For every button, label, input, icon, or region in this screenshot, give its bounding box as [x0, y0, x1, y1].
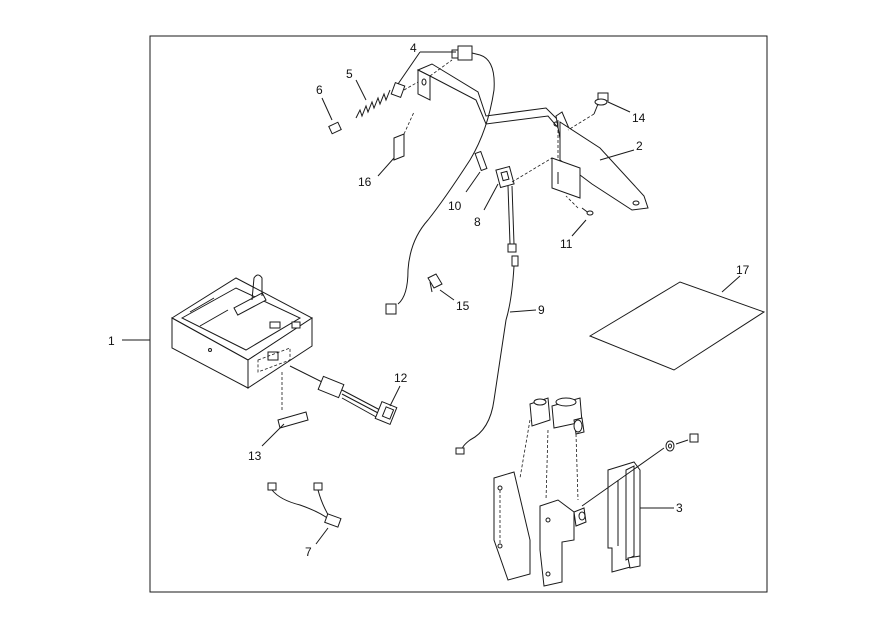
cap-6 [328, 121, 342, 135]
bolt-14 [593, 92, 609, 115]
label-16 [393, 133, 405, 161]
control-box [171, 274, 313, 389]
callout-2: 2 [636, 139, 643, 153]
callout-6: 6 [316, 83, 323, 97]
callout-11: 11 [560, 237, 573, 251]
callout-16: 16 [358, 175, 372, 189]
pin-10 [474, 150, 488, 172]
callout-14: 14 [632, 111, 646, 125]
callout-4: 4 [410, 41, 417, 55]
callout-8: 8 [474, 215, 481, 229]
screw-11 [581, 207, 594, 216]
clip-15 [427, 273, 443, 293]
callout-5: 5 [346, 67, 353, 81]
callout-7: 7 [305, 545, 312, 559]
diagram-frame [149, 35, 768, 593]
label-strip-13 [277, 411, 309, 429]
harness-12 [317, 375, 398, 425]
callout-17: 17 [736, 263, 750, 277]
bracket-2 [416, 63, 649, 211]
switch-cable [397, 54, 495, 305]
switch-4 [390, 45, 481, 98]
sensor-8 [495, 165, 515, 189]
callout-9: 9 [538, 303, 545, 317]
mount-plates-3 [493, 397, 699, 587]
spring-5 [355, 89, 391, 119]
sheet-17 [588, 281, 766, 371]
callout-10: 10 [448, 199, 462, 213]
harness-7 [267, 482, 342, 528]
cable-9 [461, 265, 515, 451]
callout-1: 1 [108, 334, 115, 348]
callout-13: 13 [248, 449, 262, 463]
callout-12: 12 [394, 371, 408, 385]
callout-15: 15 [456, 299, 470, 313]
callout-3: 3 [676, 501, 683, 515]
